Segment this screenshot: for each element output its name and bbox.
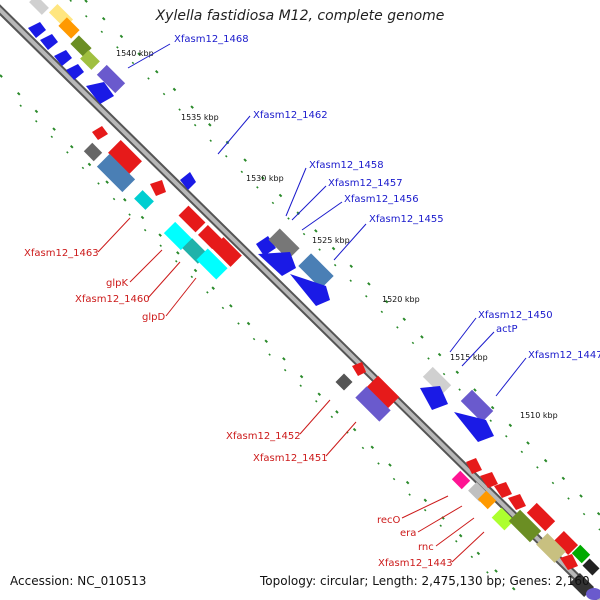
genes-lower-strand [83,126,600,600]
gene-label: Xfasm12_1456 [344,194,419,205]
genes-upper-strand [28,0,494,442]
gene-label: rnc [418,542,434,553]
gene-label: Xfasm12_1450 [478,310,553,321]
scale-labels: 1540 kbp 1535 kbp 1530 kbp 1525 kbp 1520… [116,49,558,420]
gene-label: Xfasm12_1443 [378,558,453,569]
scale-label: 1520 kbp [382,295,420,304]
gene-label: Xfasm12_1468 [174,34,249,45]
gene-label: Xfasm12_1462 [253,110,328,121]
gene-label: Xfasm12_1452 [226,431,301,442]
gene-label: glpK [106,278,128,289]
gene-label: actP [496,324,518,335]
gene-label: Xfasm12_1455 [369,214,444,225]
scale-label: 1535 kbp [181,113,219,122]
blue-leader-lines [127,43,527,397]
scale-label: 1510 kbp [520,411,558,420]
gene-label: Xfasm12_1463 [24,248,99,259]
scale-label: 1540 kbp [116,49,154,58]
gene-label: Xfasm12_1458 [309,160,384,171]
gene-label: era [400,528,416,539]
topology-label: Topology: circular; Length: 2,475,130 bp… [260,574,590,588]
gene-label: recO [377,515,401,526]
gene-label: Xfasm12_1447 [528,350,600,361]
red-leader-lines [97,217,485,563]
accession-label: Accession: NC_010513 [10,574,147,588]
scale-label: 1525 kbp [312,236,350,245]
scale-label: 1515 kbp [450,353,488,362]
red-gene-labels: Xfasm12_1463 glpK Xfasm12_1460 glpD Xfas… [24,248,453,569]
gene-label: Xfasm12_1457 [328,178,403,189]
gene-label: glpD [142,312,165,323]
blue-gene-labels: Xfasm12_1468 Xfasm12_1462 Xfasm12_1458 X… [174,34,600,361]
map-title: Xylella fastidiosa M12, complete genome [155,8,445,24]
gene-label: Xfasm12_1460 [75,294,150,305]
gene-label: Xfasm12_1451 [253,453,328,464]
scale-label: 1530 kbp [246,174,284,183]
